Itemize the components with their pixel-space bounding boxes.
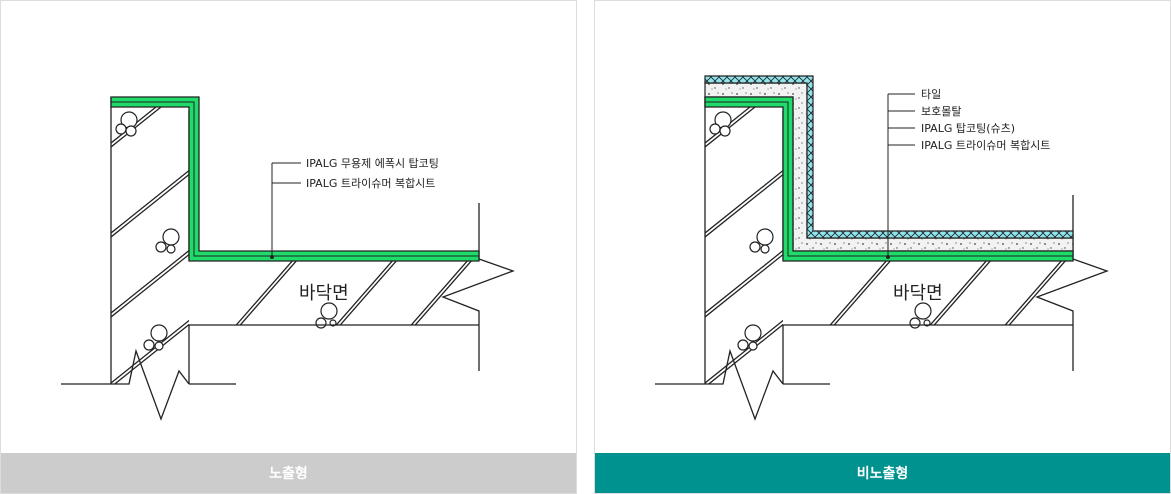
callout-label: IPALG 트라이슈머 복합시트 (306, 177, 435, 190)
aggregate-stones (709, 111, 932, 351)
callout-anchor-dot (270, 255, 274, 259)
callout-label: 보호몰탈 (921, 105, 961, 118)
callout-leader (887, 93, 915, 257)
protective-mortar-layer (704, 82, 1074, 252)
panel-exposed: IPALG 무용제 에폭시 탑코팅 IPALG 트라이슈머 복합시트 바닥면 노… (0, 0, 577, 494)
footer-label: 비노출형 (595, 453, 1170, 493)
concrete-slab-hatch (235, 259, 474, 325)
floor-label: 바닥면 (299, 283, 349, 304)
panel-nonexposed: 타일 보호몰탈 IPALG 탑코팅(슈츠) IPALG 트라이슈머 복합시트 바… (594, 0, 1171, 494)
callout-label: IPALG 무용제 에폭시 탑코팅 (306, 157, 439, 170)
callout-anchor-dot (886, 255, 890, 259)
callout-label: IPALG 탑코팅(슈츠) (921, 122, 1015, 135)
footer-label: 노출형 (1, 453, 576, 493)
membrane-composite-sheet (704, 96, 1074, 262)
nonexposed-section-diagram: 타일 보호몰탈 IPALG 탑코팅(슈츠) IPALG 트라이슈머 복합시트 바… (655, 75, 1109, 421)
callout-leader (271, 162, 301, 257)
aggregate-stones (115, 111, 338, 351)
concrete-wall-hatch (705, 97, 783, 384)
concrete-wall-hatch (111, 97, 189, 384)
tile-layer (704, 75, 1074, 239)
callout-label: IPALG 트라이슈머 복합시트 (921, 139, 1050, 152)
floor-label: 바닥면 (893, 283, 943, 304)
callout-label: 타일 (921, 87, 941, 101)
concrete-slab-hatch (829, 259, 1068, 325)
exposed-section-diagram: IPALG 무용제 에폭시 탑코팅 IPALG 트라이슈머 복합시트 바닥면 (61, 96, 515, 421)
membrane-composite-sheet (110, 96, 480, 262)
